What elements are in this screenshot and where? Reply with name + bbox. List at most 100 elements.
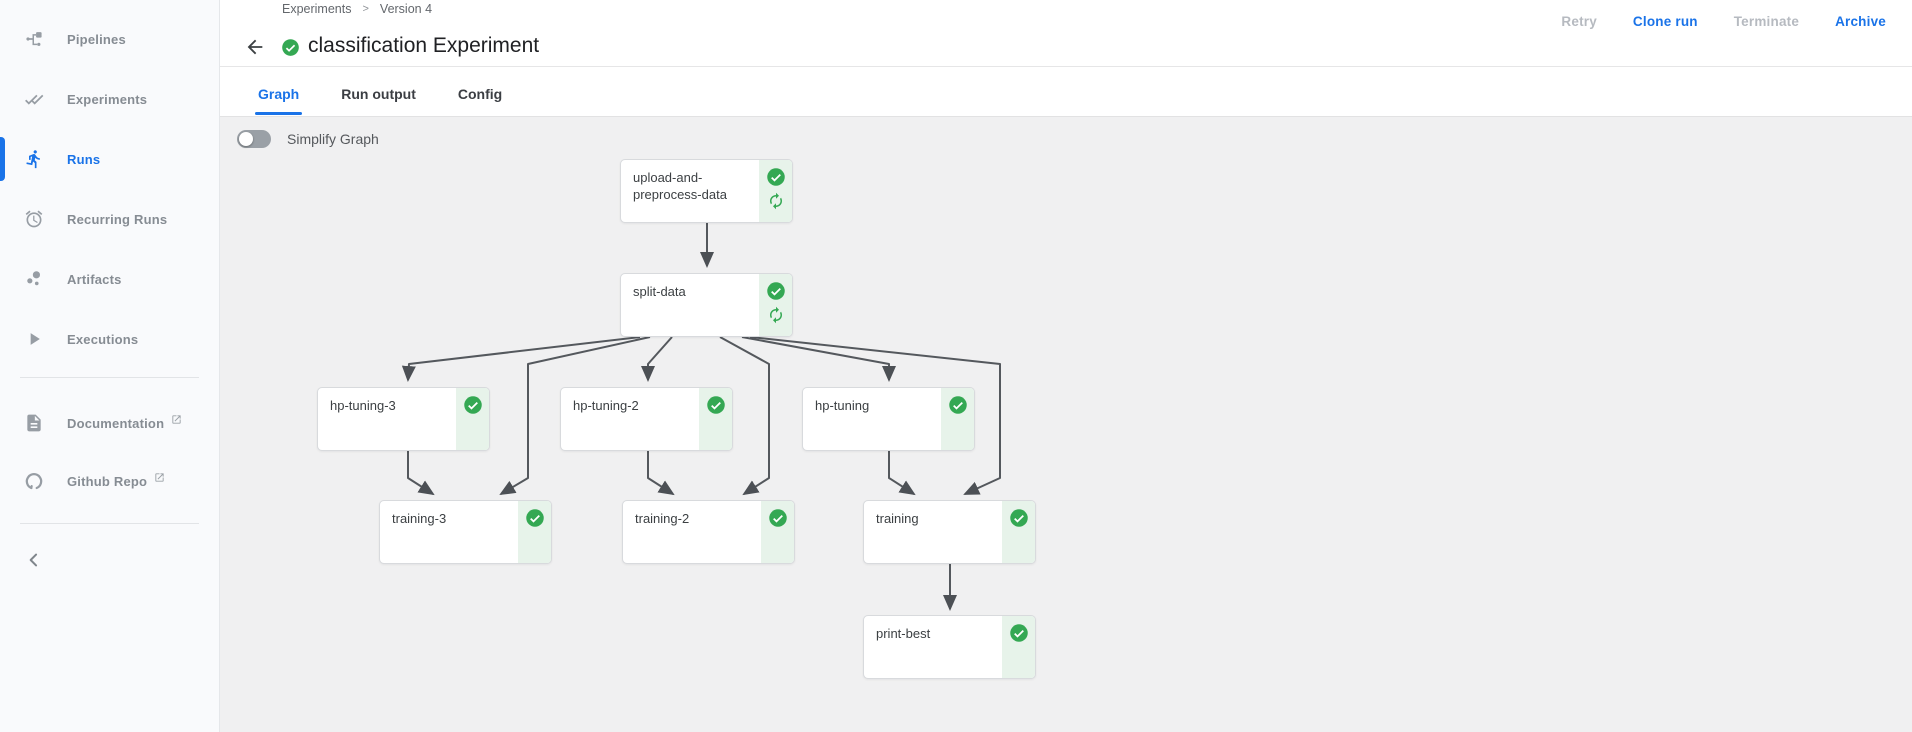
graph-edge-split-data-to-hp-tuning-3 bbox=[401, 336, 641, 382]
active-item-indicator bbox=[0, 137, 5, 181]
graph-node-hp-tuning[interactable]: hp-tuning bbox=[802, 387, 975, 451]
tab-bar: Graph Run output Config bbox=[254, 80, 503, 116]
node-label: training-3 bbox=[392, 511, 447, 526]
tab-run-output[interactable]: Run output bbox=[341, 86, 416, 102]
sidebar-item-pipelines[interactable]: Pipelines bbox=[0, 9, 219, 69]
node-status-strip bbox=[941, 388, 974, 450]
sidebar-item-experiments[interactable]: Experiments bbox=[0, 69, 219, 129]
graph-node-training-2[interactable]: training-2 bbox=[622, 500, 795, 564]
cache-icon bbox=[767, 192, 785, 210]
run-status-check-circle-icon bbox=[281, 38, 300, 57]
graph-node-training-3[interactable]: training-3 bbox=[379, 500, 552, 564]
check-circle-icon bbox=[1009, 623, 1029, 643]
check-circle-icon bbox=[706, 395, 726, 415]
experiments-icon bbox=[24, 89, 44, 109]
check-circle-icon bbox=[768, 508, 788, 528]
sidebar-item-label: Runs bbox=[67, 151, 101, 167]
graph-node-split-data[interactable]: split-data bbox=[620, 273, 793, 337]
graph-node-hp-tuning-3[interactable]: hp-tuning-3 bbox=[317, 387, 490, 451]
sidebar-item-label: Executions bbox=[67, 331, 139, 347]
node-label: training bbox=[876, 511, 919, 526]
external-link-icon bbox=[171, 414, 182, 425]
sidebar-item-documentation[interactable]: Documentation bbox=[0, 394, 219, 452]
archive-button[interactable]: Archive bbox=[1835, 14, 1886, 29]
node-label: hp-tuning bbox=[815, 398, 870, 413]
pipelines-icon bbox=[24, 29, 44, 49]
sidebar-item-label: Recurring Runs bbox=[67, 211, 168, 227]
sidebar-item-recurring-runs[interactable]: Recurring Runs bbox=[0, 189, 219, 249]
artifacts-icon bbox=[24, 269, 44, 289]
page-title: classification Experiment bbox=[308, 34, 540, 57]
node-label: split-data bbox=[633, 284, 686, 299]
graph-node-hp-tuning-2[interactable]: hp-tuning-2 bbox=[560, 387, 733, 451]
main-area: Experiments>Version 4 classification Exp… bbox=[220, 0, 1912, 732]
check-circle-icon bbox=[525, 508, 545, 528]
graph-node-upload-and-preprocess-data[interactable]: upload-and-preprocess-data bbox=[620, 159, 793, 223]
collapse-sidebar-button[interactable] bbox=[24, 550, 44, 570]
runs-icon bbox=[24, 149, 44, 169]
simplify-graph-toggle[interactable] bbox=[237, 130, 271, 148]
sidebar-divider bbox=[20, 523, 199, 524]
toggle-thumb bbox=[239, 132, 253, 146]
graph-edge-split-data-to-training-3 bbox=[499, 336, 651, 496]
header-actions: Retry Clone run Terminate Archive bbox=[1561, 14, 1886, 29]
header-divider bbox=[220, 66, 1912, 67]
sidebar-item-label: Artifacts bbox=[67, 271, 122, 287]
tab-config[interactable]: Config bbox=[457, 86, 503, 102]
breadcrumb-version-4[interactable]: Version 4 bbox=[379, 2, 433, 16]
node-status-strip bbox=[456, 388, 489, 450]
clone-run-button[interactable]: Clone run bbox=[1632, 14, 1698, 29]
documentation-icon bbox=[24, 413, 44, 433]
page-header: Experiments>Version 4 classification Exp… bbox=[220, 0, 1912, 117]
terminate-button[interactable]: Terminate bbox=[1733, 14, 1800, 29]
graph-node-print-best[interactable]: print-best bbox=[863, 615, 1036, 679]
check-circle-icon bbox=[1009, 508, 1029, 528]
graph-edge-hp-tuning-to-training bbox=[888, 451, 916, 496]
graph-edge-split-data-to-hp-tuning bbox=[741, 336, 896, 382]
node-status-strip bbox=[518, 501, 551, 563]
graph-node-training[interactable]: training bbox=[863, 500, 1036, 564]
cache-icon bbox=[767, 306, 785, 324]
node-status-strip bbox=[1002, 501, 1035, 563]
node-label: upload-and-preprocess-data bbox=[633, 170, 727, 202]
sidebar-item-label: Github Repo bbox=[67, 473, 148, 489]
breadcrumb-experiments[interactable]: Experiments bbox=[282, 2, 352, 16]
recurring-runs-icon bbox=[24, 209, 44, 229]
sidebar-item-label: Experiments bbox=[67, 91, 148, 107]
github-icon bbox=[24, 471, 44, 491]
node-label: training-2 bbox=[635, 511, 690, 526]
node-label: hp-tuning-3 bbox=[330, 398, 396, 413]
sidebar-item-artifacts[interactable]: Artifacts bbox=[0, 249, 219, 309]
breadcrumb: Experiments>Version 4 bbox=[282, 2, 432, 16]
node-status-strip bbox=[759, 274, 792, 336]
node-label: hp-tuning-2 bbox=[573, 398, 639, 413]
simplify-graph-row: Simplify Graph bbox=[237, 130, 379, 148]
sidebar-divider bbox=[20, 377, 199, 378]
graph-edge-hp-tuning-2-to-training-2 bbox=[647, 451, 675, 496]
simplify-graph-label: Simplify Graph bbox=[287, 131, 379, 147]
sidebar-item-label: Pipelines bbox=[67, 31, 126, 47]
check-circle-icon bbox=[766, 281, 786, 301]
node-label: print-best bbox=[876, 626, 931, 641]
graph-edge-split-data-to-hp-tuning-2 bbox=[641, 336, 673, 382]
graph-panel: Simplify Graph upload-and-preprocess-dat… bbox=[220, 117, 1912, 732]
node-status-strip bbox=[761, 501, 794, 563]
external-link-icon bbox=[154, 472, 165, 483]
node-status-strip bbox=[1002, 616, 1035, 678]
graph-edge-hp-tuning-3-to-training-3 bbox=[407, 451, 435, 496]
sidebar-item-executions[interactable]: Executions bbox=[0, 309, 219, 369]
tab-graph[interactable]: Graph bbox=[254, 80, 303, 116]
back-button[interactable] bbox=[244, 36, 266, 58]
sidebar-item-github-repo[interactable]: Github Repo bbox=[0, 452, 219, 510]
retry-button[interactable]: Retry bbox=[1561, 14, 1597, 29]
sidebar-item-label: Documentation bbox=[67, 415, 165, 431]
check-circle-icon bbox=[463, 395, 483, 415]
sidebar-item-runs[interactable]: Runs bbox=[0, 129, 219, 189]
node-status-strip bbox=[699, 388, 732, 450]
graph-edges bbox=[401, 223, 1001, 611]
node-status-strip bbox=[759, 160, 792, 222]
check-circle-icon bbox=[948, 395, 968, 415]
